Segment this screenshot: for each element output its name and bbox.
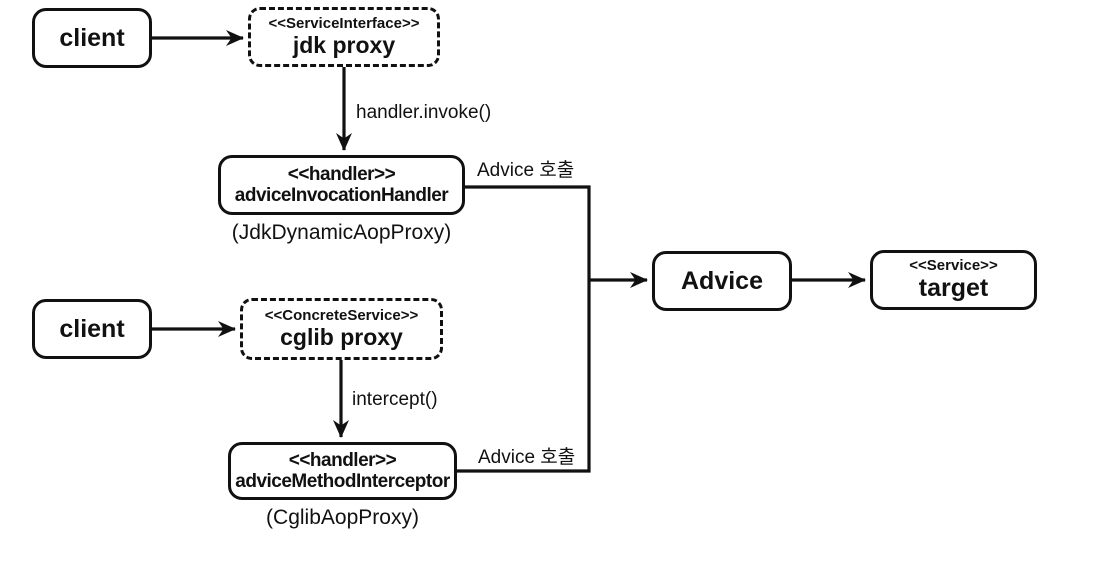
method-interceptor-label: adviceMethodInterceptor [235,471,450,492]
advice-node: Advice [652,251,792,311]
advice-call-bottom-edge-label: Advice 호출 [478,447,576,468]
target-stereotype: <<Service>> [909,256,998,274]
invocation-handler-label: adviceInvocationHandler [234,185,449,206]
invocation-handler-stereotype: <<handler>> [287,163,396,185]
intercept-edge-label: intercept() [352,389,438,410]
handler-invoke-edge-label: handler.invoke() [356,102,492,123]
cglib-proxy-label: cglib proxy [280,323,403,350]
target-label: target [918,274,989,303]
advice-invocation-handler-node: <<handler>> adviceInvocationHandler [218,155,465,215]
jdk-proxy-stereotype: <<ServiceInterface>> [268,14,420,32]
jdk-proxy-label: jdk proxy [292,31,396,58]
client-bottom-label: client [59,315,125,343]
client-top-label: client [59,24,125,52]
advice-method-interceptor-node: <<handler>> adviceMethodInterceptor [228,442,457,500]
jdk-proxy-node: <<ServiceInterface>> jdk proxy [248,7,440,67]
target-node: <<Service>> target [870,250,1037,310]
advice-call-top-edge-label: Advice 호출 [477,160,575,181]
client-bottom-node: client [32,299,152,359]
client-top-node: client [32,8,152,68]
cglib-proxy-stereotype: <<ConcreteService>> [264,306,419,324]
advice-label: Advice [681,267,763,295]
cglib-aop-proxy-caption: (CglibAopProxy) [266,506,419,529]
cglib-proxy-node: <<ConcreteService>> cglib proxy [240,298,443,360]
method-interceptor-stereotype: <<handler>> [288,449,397,471]
jdk-dynamic-aop-proxy-caption: (JdkDynamicAopProxy) [231,221,452,244]
